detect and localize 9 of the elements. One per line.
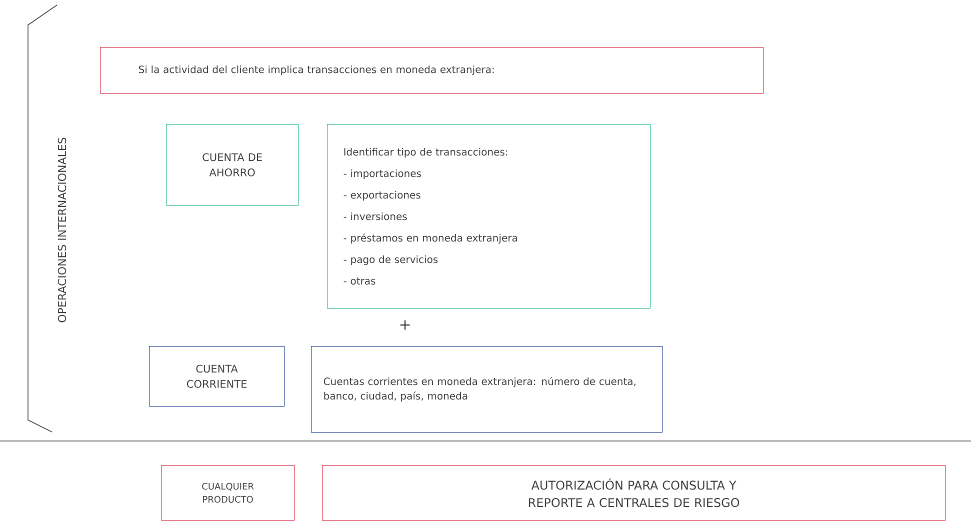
text-box: CUENTA CORRIENTE bbox=[149, 346, 285, 407]
plus-sign: + bbox=[400, 320, 410, 330]
text-box: Si la actividad del cliente implica transacciones en moneda extranjera: bbox=[100, 47, 764, 94]
text-box: Cuentas corrientes en moneda extranjera: número de cuenta, banco, ciudad, país, moneda bbox=[311, 346, 663, 433]
text-box: CUALQUIER PRODUCTO bbox=[161, 464, 295, 521]
text-box: CUENTA DE AHORRO bbox=[166, 124, 299, 206]
text-box: AUTORIZACIÓN PARA CONSULTA Y REPORTE A CENTRALES DE RIESGO bbox=[322, 464, 946, 521]
text-box: Identificar tipo de transacciones: - importaciones - exportaciones - inversiones - préstamos en moneda extranjera - pago de servicios - otras bbox=[327, 124, 651, 309]
side-label: OPERACIONES INTERNACIONALES bbox=[58, 138, 66, 322]
